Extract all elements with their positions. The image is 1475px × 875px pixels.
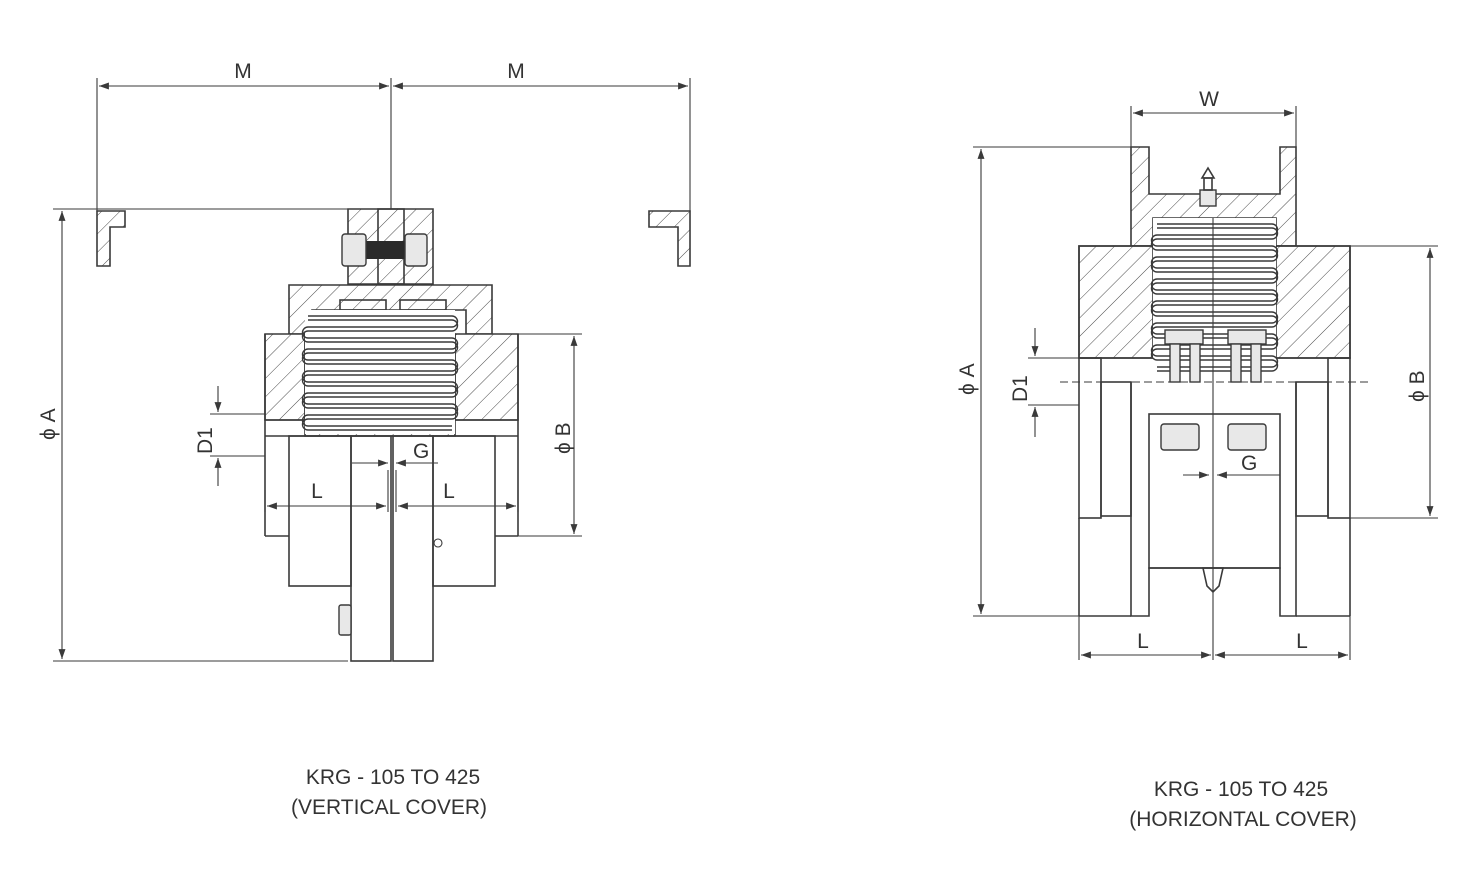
- vertical-cover-right: [392, 435, 434, 662]
- grease-nipple-lower-icon: [1202, 567, 1224, 594]
- vertical-cover-view: M M ϕ A: [37, 60, 691, 819]
- bolt-head-icon: [341, 233, 367, 267]
- spring-coil: [301, 315, 459, 427]
- label-d1-h: D1: [1009, 375, 1032, 402]
- dimension-dia-a: ϕ A: [37, 208, 348, 662]
- spring-coil-h: [1150, 223, 1279, 368]
- dimension-d1: D1: [194, 386, 265, 486]
- dimension-g: G: [352, 440, 438, 467]
- stud-right-icon: [1227, 329, 1267, 345]
- spring-grid: [301, 310, 459, 434]
- cover-profile-left: [96, 210, 126, 267]
- horizontal-cover-view: W ϕ A: [956, 88, 1438, 831]
- caption-vertical-line2: (VERTICAL COVER): [291, 796, 487, 819]
- spring-coil-inner: [301, 319, 459, 431]
- label-m-right: M: [507, 60, 525, 83]
- hub-right: [432, 435, 496, 587]
- label-d1: D1: [194, 427, 217, 454]
- caption-horizontal-line2: (HORIZONTAL COVER): [1129, 808, 1357, 831]
- hub-left: [288, 435, 352, 587]
- cover-profile-right: [648, 210, 691, 267]
- label-dia-b-h: ϕ B: [1406, 370, 1429, 402]
- nut-icon: [404, 233, 428, 267]
- label-l-right-h: L: [1296, 630, 1308, 653]
- nut-h-right-icon: [1227, 423, 1267, 451]
- dimension-g-h: G: [1183, 452, 1280, 479]
- hub-h-right: [1275, 245, 1351, 359]
- label-g-h: G: [1241, 452, 1257, 475]
- dimension-l-h: L L: [1078, 616, 1351, 660]
- caption-vertical-line1: KRG - 105 TO 425: [306, 766, 480, 789]
- vertical-cover-left: [350, 435, 392, 662]
- dimension-dia-b: ϕ B: [518, 333, 582, 537]
- dimension-l: L L: [264, 470, 519, 512]
- label-dia-b: ϕ B: [552, 422, 575, 454]
- label-m-left: M: [234, 60, 252, 83]
- dimension-dia-b-h: ϕ B: [1350, 245, 1438, 519]
- label-w: W: [1199, 88, 1219, 111]
- dimension-dia-a-h: ϕ A: [956, 146, 1131, 617]
- label-l-left-h: L: [1137, 630, 1149, 653]
- dimension-m: M M: [96, 60, 691, 412]
- caption-horizontal-line1: KRG - 105 TO 425: [1154, 778, 1328, 801]
- lower-bolt-icon: [338, 604, 352, 636]
- dimension-d1-h: D1: [1009, 328, 1079, 437]
- label-dia-a-h: ϕ A: [956, 363, 979, 395]
- spring-coil-h-inner: [1150, 227, 1279, 372]
- label-l-left: L: [311, 480, 323, 503]
- hub-right-upper: [454, 333, 519, 421]
- nut-h-left-icon: [1160, 423, 1200, 451]
- grease-nipple-icon: [1199, 166, 1217, 207]
- label-l-right: L: [443, 480, 455, 503]
- bolt-thread: [362, 241, 408, 259]
- label-g: G: [413, 440, 429, 463]
- hub-h-left: [1078, 245, 1154, 359]
- hub-left-upper: [264, 333, 306, 421]
- stud-left-icon: [1164, 329, 1204, 345]
- label-dia-a: ϕ A: [37, 408, 60, 440]
- dimension-w: W: [1130, 88, 1297, 148]
